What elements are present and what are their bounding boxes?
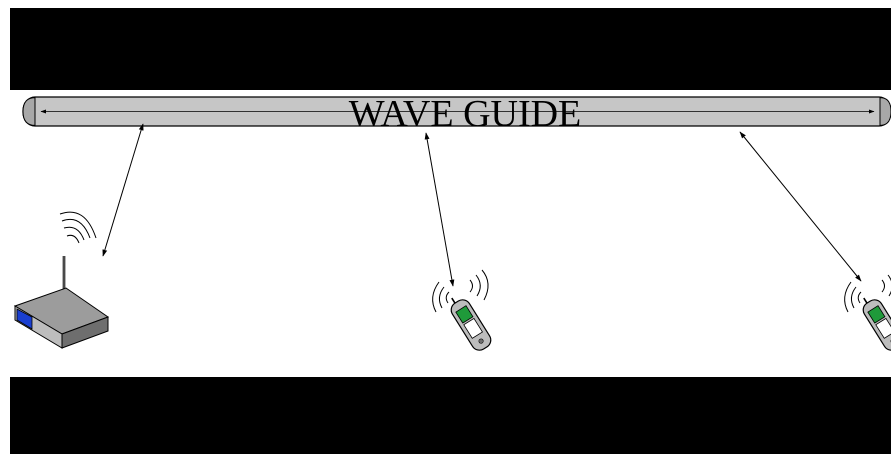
mobile-phone-icon xyxy=(845,275,891,353)
phone2-link-arrow xyxy=(740,132,861,281)
mobile-phone-icon xyxy=(433,270,494,353)
router-signal-icon xyxy=(60,212,96,243)
wireless-router-icon xyxy=(15,212,108,348)
waveguide-label: WAVE GUIDE xyxy=(349,93,582,135)
router-link-arrow xyxy=(103,124,143,256)
phone1-link-arrow xyxy=(426,133,453,286)
